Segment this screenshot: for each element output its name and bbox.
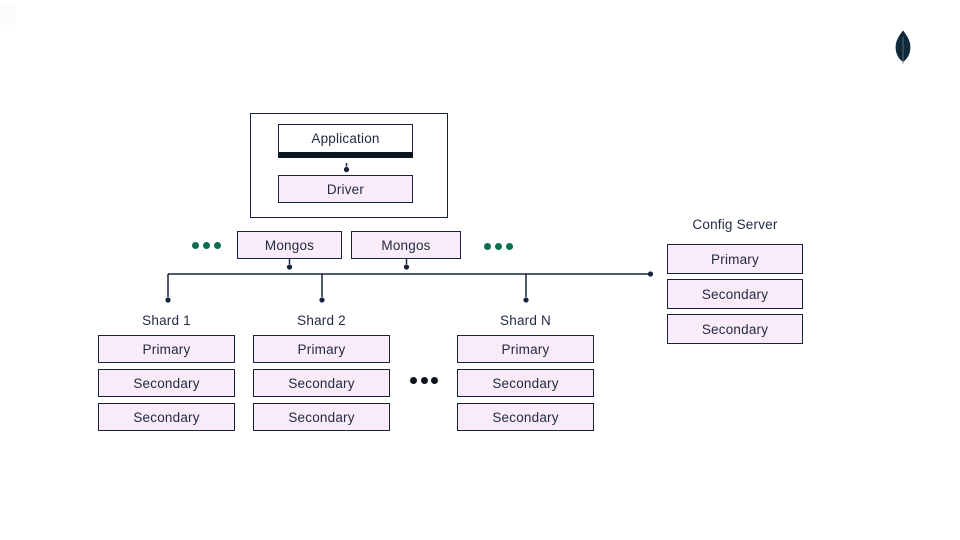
application-node: Application: [278, 124, 413, 158]
bus-end-dot: [647, 271, 654, 277]
shard-2-column: Shard 2 Primary Secondary Secondary: [253, 312, 390, 431]
mongos-node-left: Mongos: [237, 231, 342, 259]
shard-2-secondary-node: Secondary: [253, 403, 390, 431]
shard-1-secondary-node: Secondary: [98, 403, 235, 431]
shard-2-primary-node: Primary: [253, 335, 390, 363]
shard-1-secondary-node: Secondary: [98, 369, 235, 397]
config-secondary-node: Secondary: [667, 314, 803, 344]
shard-n-title: Shard N: [500, 313, 551, 328]
shard-2-secondary-node: Secondary: [253, 369, 390, 397]
shard-n-secondary-node: Secondary: [457, 403, 594, 431]
mongos-left-label: Mongos: [264, 237, 315, 253]
connector-mongos-left-dot: [286, 264, 293, 270]
green-dot-icon: [192, 242, 199, 249]
shard-n-secondary-node: Secondary: [457, 369, 594, 397]
mongos-overflow-right-icon: [484, 243, 513, 250]
green-dot-icon: [495, 243, 502, 250]
black-dot-icon: [410, 377, 417, 384]
shard-2-title: Shard 2: [297, 313, 346, 328]
mongodb-leaf-icon: [895, 30, 911, 64]
shards-overflow-icon: [410, 377, 438, 384]
connector-shard-n-dot: [523, 297, 529, 303]
mongos-node-right: Mongos: [351, 231, 461, 259]
shard-n-column: Shard N Primary Secondary Secondary: [457, 312, 594, 431]
connector-shard-1-dot: [165, 297, 171, 303]
config-secondary-node: Secondary: [667, 279, 803, 309]
black-dot-icon: [431, 377, 438, 384]
driver-label: Driver: [326, 181, 365, 197]
corner-artifact: [0, 5, 15, 25]
black-dot-icon: [420, 377, 428, 384]
shard-1-column: Shard 1 Primary Secondary Secondary: [98, 312, 235, 431]
mongos-overflow-left-icon: [192, 242, 221, 249]
config-server-title: Config Server: [692, 217, 778, 232]
shard-n-primary-node: Primary: [457, 335, 594, 363]
application-label: Application: [311, 131, 380, 146]
config-primary-node: Primary: [667, 244, 803, 274]
connector-shard-2-dot: [319, 297, 325, 303]
config-server-column: Config Server Primary Secondary Secondar…: [667, 217, 803, 344]
green-dot-icon: [506, 243, 513, 250]
connector-mongos-right-dot: [403, 264, 410, 270]
shard-1-primary-node: Primary: [98, 335, 235, 363]
green-dot-icon: [214, 242, 221, 249]
shard-1-title: Shard 1: [142, 313, 191, 328]
mongos-right-label: Mongos: [381, 237, 431, 253]
green-dot-icon: [484, 243, 491, 250]
driver-node: Driver: [278, 175, 413, 203]
green-dot-icon: [203, 242, 210, 249]
